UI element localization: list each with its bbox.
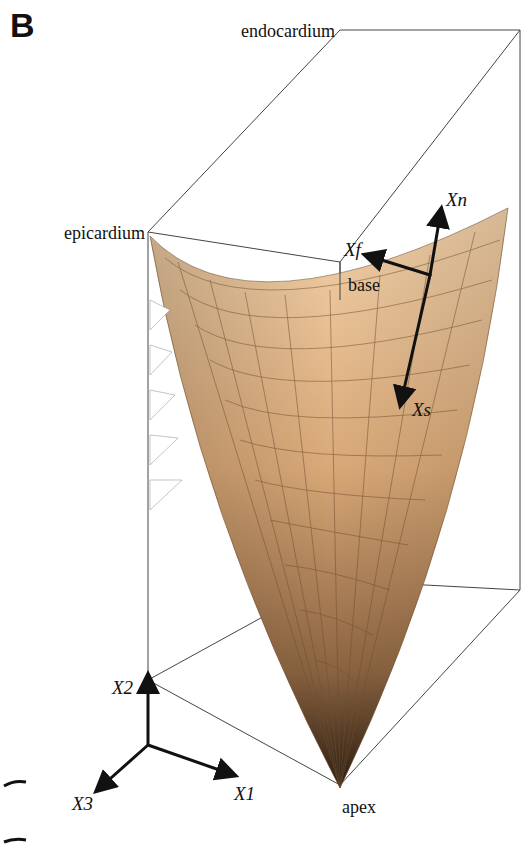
axis-label: Xs (412, 400, 431, 419)
axis-label: Xn (446, 190, 467, 209)
panel-letter: B (10, 8, 35, 42)
axis-label: X1 (234, 784, 255, 803)
region-label: epicardium (64, 224, 145, 242)
axis-label: X3 (72, 794, 93, 813)
region-label: base (348, 276, 380, 294)
region-label: endocardium (241, 22, 335, 40)
region-label: apex (342, 798, 376, 816)
axis-label: Xf (344, 240, 361, 259)
axis-label: X2 (112, 678, 133, 697)
